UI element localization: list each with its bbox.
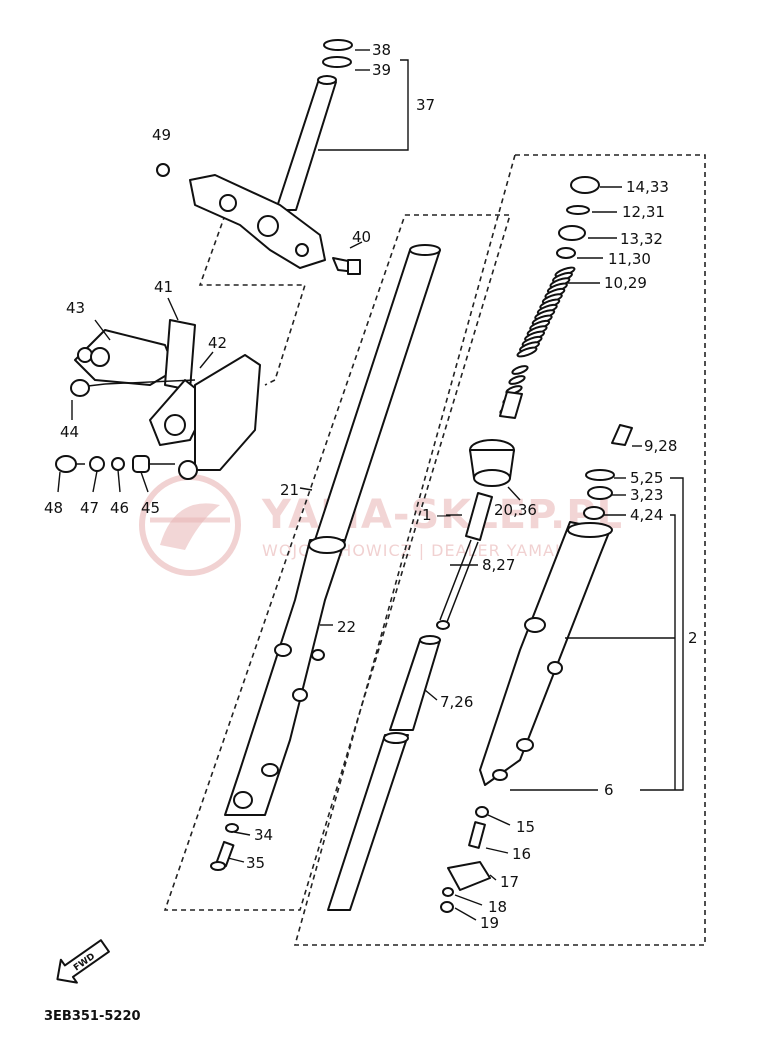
label-7-26: 7,26 [440, 693, 473, 711]
washer-47 [89, 456, 105, 472]
label-13-32: 13,32 [620, 230, 663, 248]
label-19: 19 [480, 914, 499, 932]
under-bracket [189, 174, 326, 269]
label-47: 47 [80, 499, 99, 517]
spacer [389, 635, 441, 731]
washer-49 [156, 163, 170, 177]
label-12-31: 12,31 [622, 203, 665, 221]
spring-coil [511, 365, 529, 375]
diagram-code: 3EB351-5220 [44, 1009, 141, 1024]
outer-tube-right [479, 424, 633, 786]
label-40: 40 [352, 228, 371, 246]
nut-19 [440, 901, 454, 913]
spring-seat [499, 391, 523, 419]
washer-18 [442, 887, 454, 897]
watermark: YAMA-SKLEP.PL WOJCIECHOWICZ | DEALER YAM… [139, 474, 622, 576]
label-15: 15 [516, 818, 535, 836]
forward-arrow-icon: FWD [56, 939, 110, 984]
label-34: 34 [254, 826, 273, 844]
damper-rod [436, 492, 493, 630]
label-18: 18 [488, 898, 507, 916]
washer-34 [225, 823, 239, 833]
label-14-33: 14,33 [626, 178, 669, 196]
label-5-25: 5,25 [630, 469, 663, 487]
label-9-28: 9,28 [644, 437, 677, 455]
label-20-36: 20,36 [494, 501, 537, 519]
oil-lock-piece [469, 439, 515, 487]
label-49: 49 [152, 126, 171, 144]
axle-holder-17 [447, 861, 491, 891]
label-44: 44 [60, 423, 79, 441]
label-1: 1 — [422, 506, 451, 524]
label-37: 37 [416, 96, 435, 114]
damper-group-outline [293, 154, 706, 946]
label-11-30: 11,30 [608, 250, 651, 268]
label-10-29: 10,29 [604, 274, 647, 292]
label-41: 41 [154, 278, 173, 296]
outer-tube-left [224, 536, 346, 816]
label-39: 39 [372, 61, 391, 79]
label-21: 21 [280, 481, 299, 499]
label-2: 2 [688, 629, 698, 647]
fork-cap-stack [556, 176, 600, 259]
bolt-40 [332, 257, 361, 275]
collar-46 [111, 457, 125, 471]
spring-coil [508, 375, 526, 385]
drain-bolt-15 [475, 806, 489, 818]
label-4-24: 4,24 [630, 506, 663, 524]
label-8-27: 8,27 [482, 556, 515, 574]
label-45: 45 [141, 499, 160, 517]
label-16: 16 [512, 845, 531, 863]
label-42: 42 [208, 334, 227, 352]
label-46: 46 [110, 499, 129, 517]
bolt-44 [70, 379, 106, 397]
label-35: 35 [246, 854, 265, 872]
inner-tube-group-outline [163, 214, 512, 911]
label-6: 6 [604, 781, 614, 799]
label-22: 22 [337, 618, 356, 636]
grommet-45 [132, 455, 150, 473]
label-17: 17 [500, 873, 519, 891]
bolt-16 [468, 821, 486, 849]
label-43: 43 [66, 299, 85, 317]
headlight-stay [74, 319, 261, 480]
spring-coil [516, 346, 538, 358]
bolt-48 [55, 455, 77, 473]
label-48: 48 [44, 499, 63, 517]
bolt-35 [210, 840, 235, 871]
label-38: 38 [372, 41, 391, 59]
bracket-group-outline [198, 214, 307, 386]
lower-spacer-tube [327, 732, 409, 911]
steering-stem [275, 39, 353, 211]
label-3-23: 3,23 [630, 486, 663, 504]
